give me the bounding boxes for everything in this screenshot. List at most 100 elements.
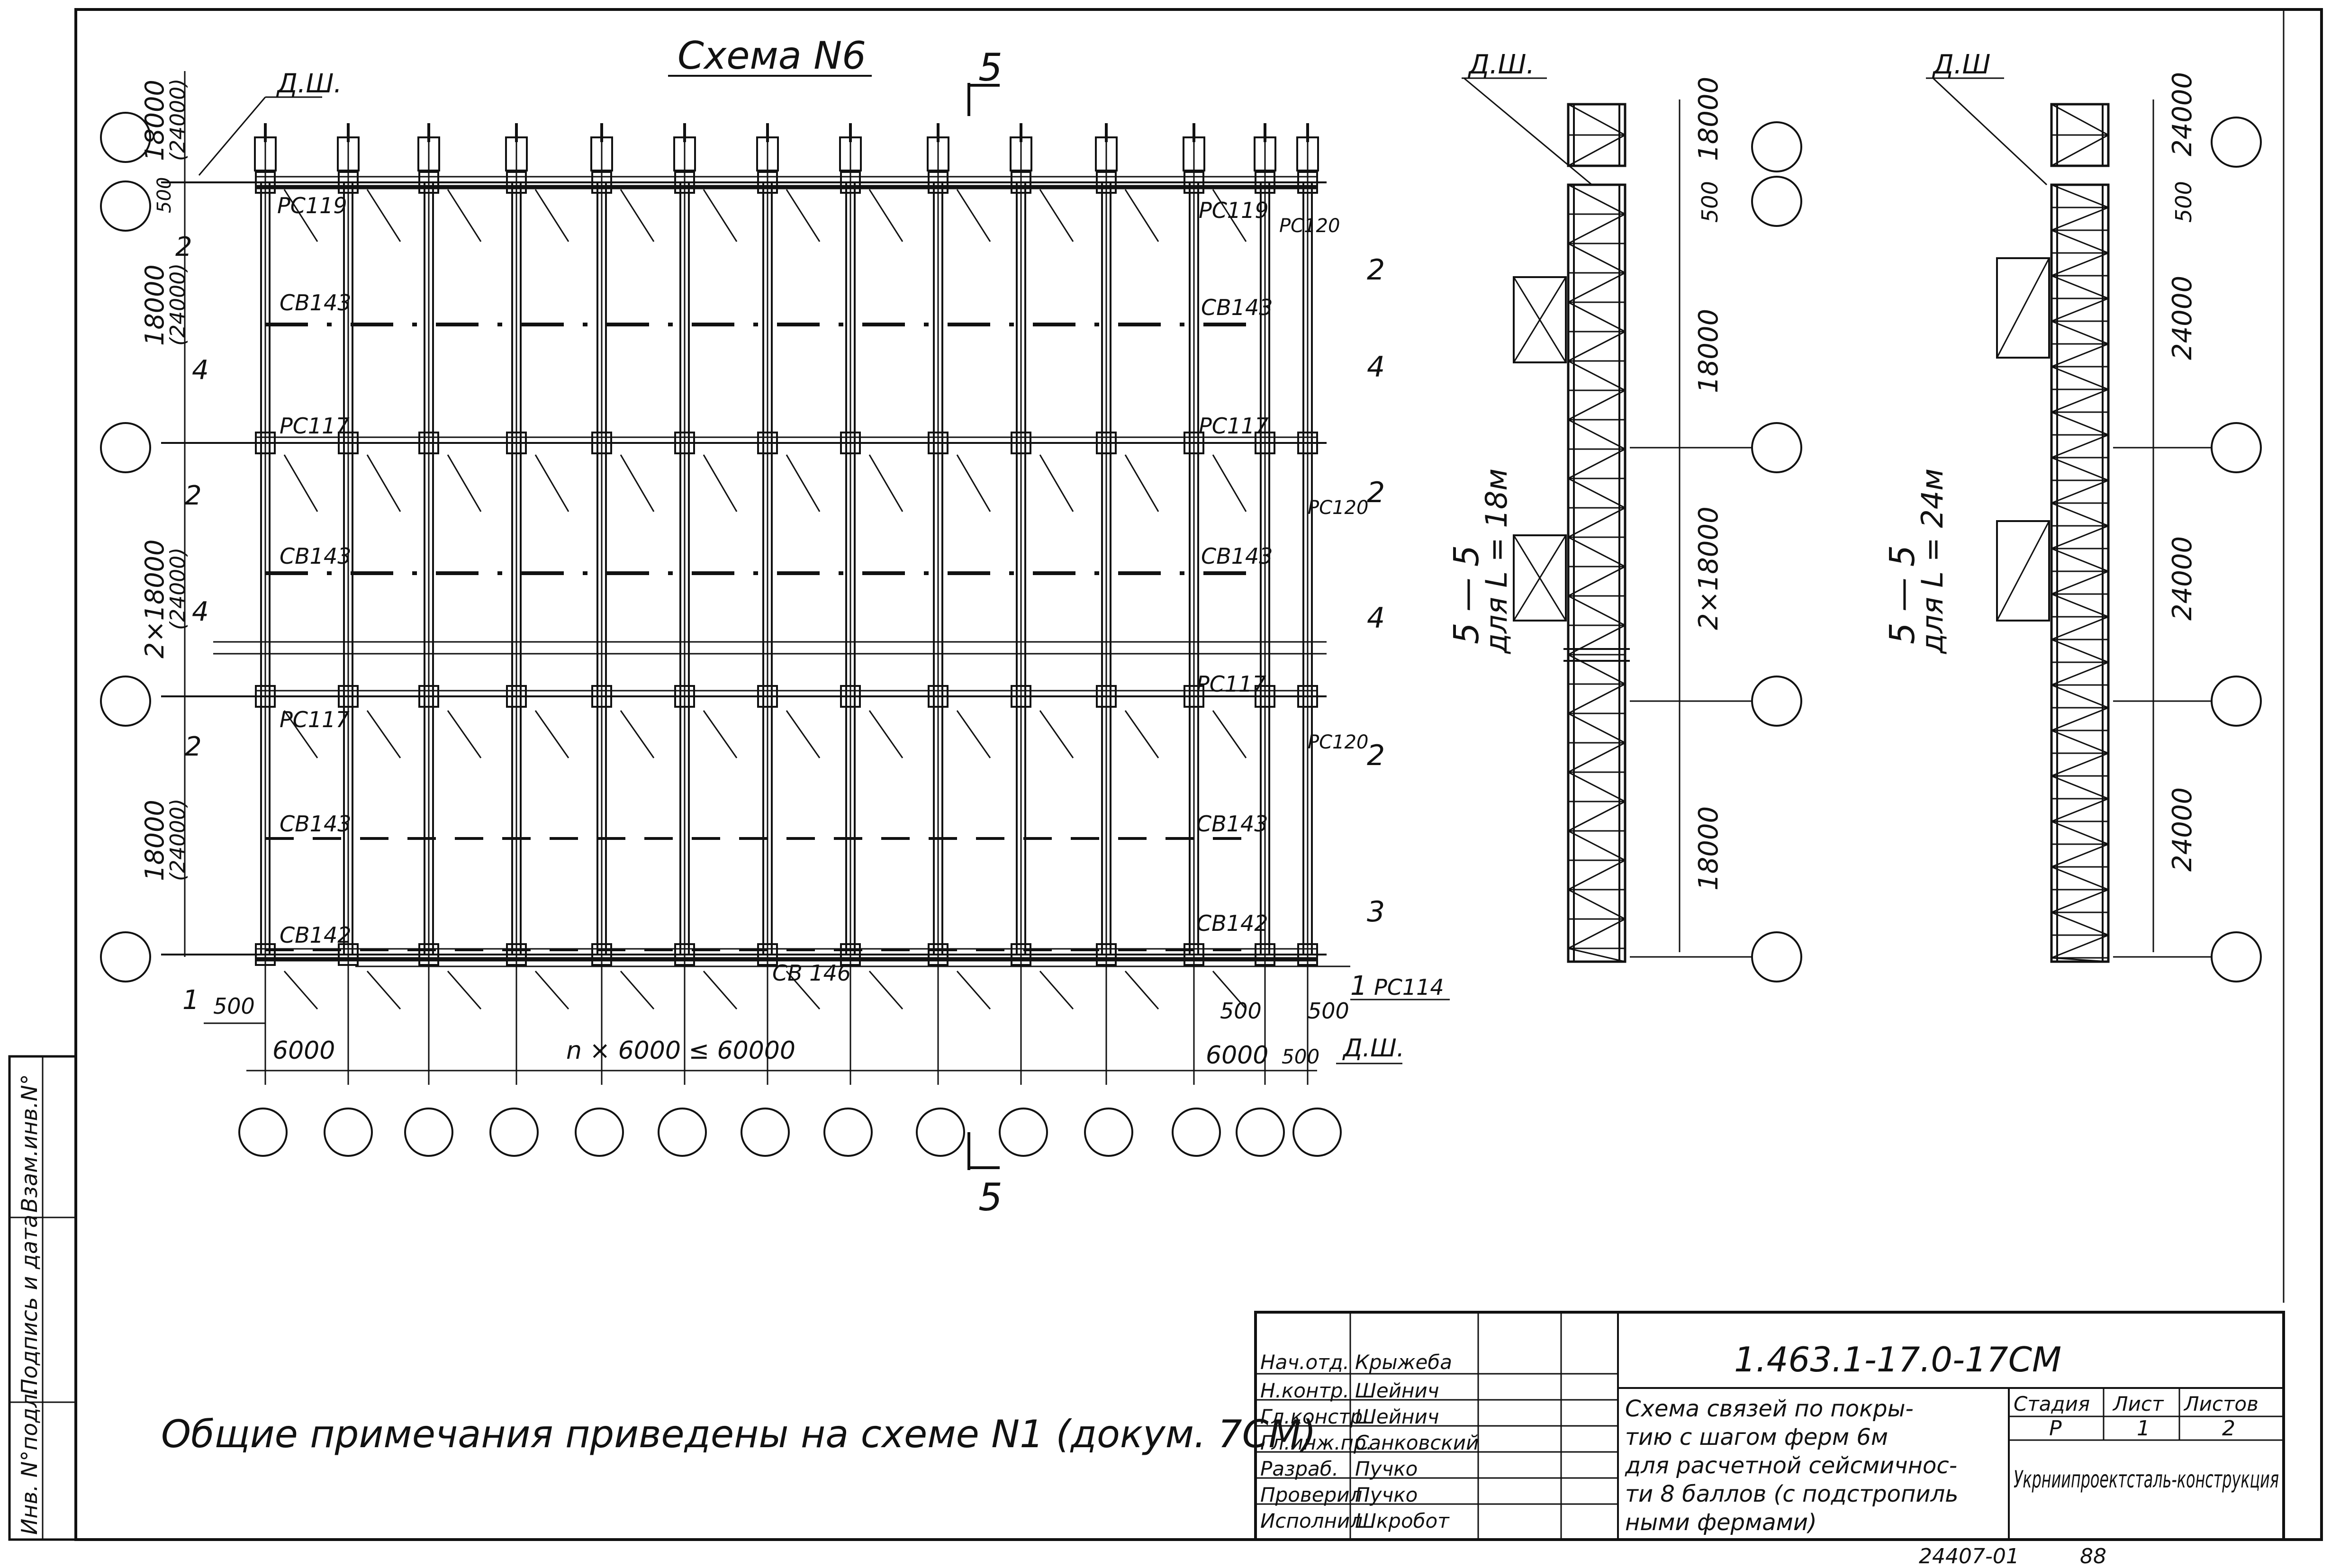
t24-diag-27 xyxy=(2051,798,2109,822)
node-plate-12-1 xyxy=(1255,432,1275,454)
sec-right-2c: 2 xyxy=(1367,739,1385,772)
t24-diag-23 xyxy=(2051,707,2109,731)
axis-bubble-left-4 xyxy=(100,931,151,982)
section-mark-top: 5 xyxy=(978,45,1003,90)
t24-diag-34 xyxy=(2051,957,2109,963)
section18-ridge-label: Д.Ш. xyxy=(1467,49,1535,80)
t18-diag-7 xyxy=(1568,389,1626,421)
t18-diag-12 xyxy=(1568,536,1626,568)
dim-bottom-500-r2: 500 xyxy=(1308,998,1349,1024)
node-plate-2-3 xyxy=(418,943,439,966)
t24-diag-29 xyxy=(2051,843,2109,868)
brace-diag-3-10 xyxy=(1124,971,1159,1009)
dim-left-4b: (24000) xyxy=(166,799,190,881)
label-rc117-1r: РС117 xyxy=(1199,413,1269,439)
t24-diag-22 xyxy=(2051,684,2109,709)
section18-ridge-leader xyxy=(1464,77,1592,186)
t24-diag-1 xyxy=(2051,207,2109,231)
t18-diag-14 xyxy=(1568,595,1626,626)
role-5: Проверил xyxy=(1260,1483,1362,1506)
node-plate-11-0 xyxy=(1184,171,1204,194)
t18-diag-10 xyxy=(1568,478,1626,509)
t24-diag-10 xyxy=(2051,411,2109,436)
sec-right-3: 3 xyxy=(1367,895,1385,928)
section24-dim-2: 24000 xyxy=(2167,276,2198,360)
t18-diag-9 xyxy=(1568,448,1626,479)
section18-dim-1: 18000 xyxy=(1693,77,1724,161)
dim-bottom-6000-left: 6000 xyxy=(272,1036,335,1065)
t24-diag-11 xyxy=(2051,434,2109,459)
label-cb143-2r: СВ143 xyxy=(1201,543,1273,569)
name-6: Шкробот xyxy=(1355,1509,1450,1532)
sheet-frame xyxy=(74,8,2323,1541)
node-plate-3-0 xyxy=(506,171,527,194)
role-2: Гл.констр. xyxy=(1260,1405,1369,1428)
footer-code: 24407-01 xyxy=(1919,1544,2019,1568)
node-plate-13-0 xyxy=(1297,171,1318,194)
axis-bubble-bottom-10 xyxy=(1084,1108,1133,1157)
t18-diag-4 xyxy=(1568,301,1626,333)
brace-diag-3-4 xyxy=(620,971,655,1009)
section-18: Д.Ш. 5 — 5 для L = 18м 18000 500 18000 2… xyxy=(1446,49,1753,963)
t24-gusset-2-d xyxy=(1996,521,2050,621)
dim-left-2b: (24000) xyxy=(166,263,190,346)
node-plate-10-3 xyxy=(1096,943,1117,966)
node-plate-4-1 xyxy=(591,432,612,454)
t18-diag-1 xyxy=(1568,213,1626,244)
role-4: Разраб. xyxy=(1260,1457,1338,1480)
section-mark-bottom-arrow xyxy=(967,1132,1000,1170)
dim-left-3b: (24000) xyxy=(166,548,190,630)
brace-diag-0-5 xyxy=(703,189,738,242)
t24-diag-2 xyxy=(2051,229,2109,254)
node-plate-6-1 xyxy=(757,432,778,454)
brace-diag-1-11 xyxy=(1212,454,1247,512)
t18-gusset-1 xyxy=(1513,276,1567,363)
brace-diag-0-2 xyxy=(447,189,482,242)
t18top-diag-0 xyxy=(1568,103,1626,136)
t24-gusset-1 xyxy=(1996,257,2050,359)
brace-diag-2-0 xyxy=(283,710,318,758)
t24-diag-19 xyxy=(2051,616,2109,640)
section24-dim-1: 24000 xyxy=(2167,72,2198,156)
dim-left-1b: (24000) xyxy=(166,79,190,161)
brace-diag-0-1 xyxy=(366,189,401,242)
label-rc120-top: РС120 xyxy=(1279,215,1340,237)
t24-diag-7 xyxy=(2051,343,2109,368)
label-rc119-right: РС119 xyxy=(1199,198,1269,223)
t18-diag-16 xyxy=(1568,654,1626,685)
t18-diag-17 xyxy=(1568,683,1626,714)
side-stamp-signature: Подпись и дата xyxy=(17,1215,42,1395)
brace-diag-0-9 xyxy=(1039,189,1074,242)
t18-gusset-1-d2 xyxy=(1513,277,1567,363)
title-block-rows: Нач.отд.Н.контр.Гл.констр.Гл.инж.пр.Разр… xyxy=(1256,1351,1618,1532)
node-plate-2-2 xyxy=(418,685,439,708)
name-2: Шейнич xyxy=(1355,1405,1439,1428)
scheme-plan: Схема N6 5 5 Д.Ш. РС119 РС119 xyxy=(100,34,2262,1219)
dim-left-2: 18000 xyxy=(140,264,170,346)
side-stamp: Инв. N°подл. Подпись и дата Взам.инв.N° xyxy=(8,1055,77,1541)
t18-diag-22 xyxy=(1568,830,1626,861)
brace-diag-0-3 xyxy=(534,189,569,242)
node-plate-6-3 xyxy=(757,943,778,966)
node-plate-4-0 xyxy=(591,171,612,194)
node-plate-5-3 xyxy=(674,943,695,966)
organization: Укрниипроектсталь-конструкция xyxy=(2014,1466,2279,1493)
t24-diag-30 xyxy=(2051,866,2109,891)
sec-right-2a: 2 xyxy=(1367,253,1385,287)
axis-bubble-bottom-4 xyxy=(575,1108,624,1157)
node-plate-0-0 xyxy=(255,171,276,194)
node-plate-13-3 xyxy=(1297,943,1318,966)
brace-diag-1-2 xyxy=(447,454,482,512)
brace-diag-3-1 xyxy=(366,971,401,1009)
t18-diag-13 xyxy=(1568,566,1626,597)
node-plate-8-0 xyxy=(928,171,949,194)
axis-bubble-s18-4 xyxy=(1751,931,1802,982)
t24-diag-28 xyxy=(2051,820,2109,845)
sec-left-4b: 4 xyxy=(192,596,209,627)
sheets-header: Листов xyxy=(2183,1392,2259,1415)
sec-right-4b: 4 xyxy=(1367,602,1385,635)
node-plate-1-3 xyxy=(338,943,359,966)
section24-dim-500: 500 xyxy=(2171,181,2196,223)
brace-diag-3-0 xyxy=(283,971,318,1009)
